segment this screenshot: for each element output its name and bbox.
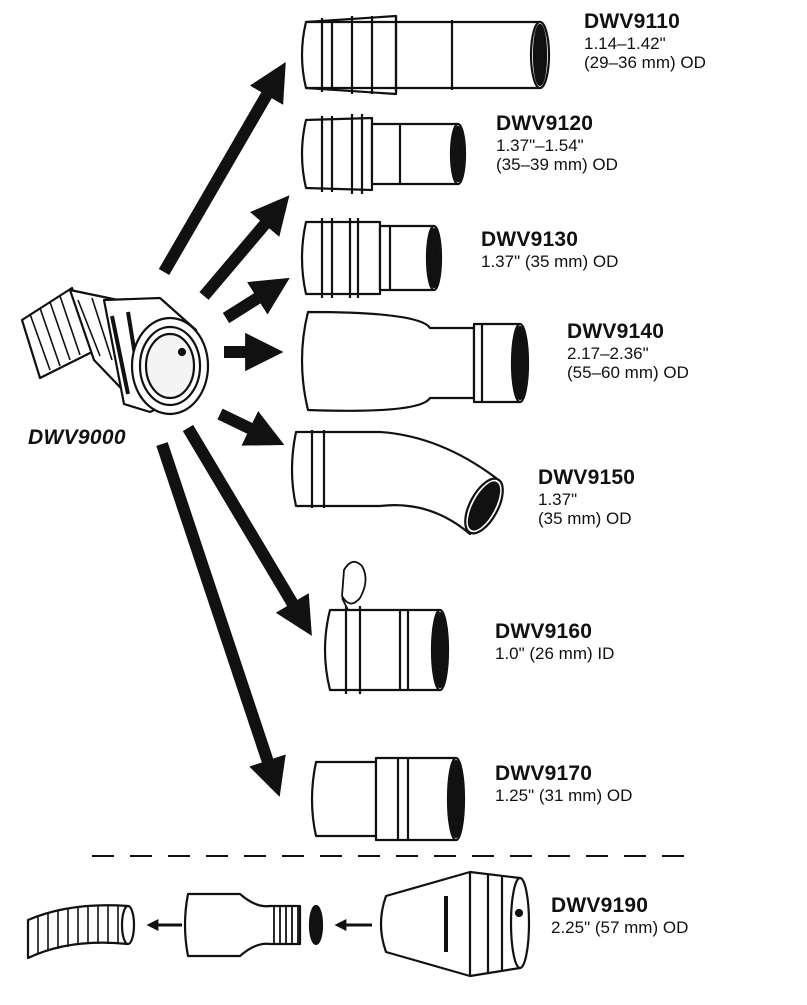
label-dwv9170: DWV9170 1.25" (31 mm) OD: [495, 762, 632, 805]
hose-connector-hub-drawing: [20, 286, 210, 416]
model-code: DWV9190: [551, 894, 649, 917]
arrows: [156, 62, 312, 797]
model-code: DWV9120: [496, 112, 594, 135]
model-code: DWV9110: [584, 10, 680, 33]
adapter-dwv9160-drawing: [323, 560, 450, 694]
hub-kit-drawing: [379, 870, 531, 978]
arrow-to-dwv9160: [182, 424, 312, 636]
spec-line: 2.17–2.36": [567, 343, 649, 363]
spec-line: 1.14–1.42": [584, 33, 666, 53]
adapter-dwv9130-drawing: [300, 218, 443, 298]
model-code: DWV9160: [495, 620, 593, 643]
arrow-to-dwv9150: [217, 408, 285, 446]
spec-line: 1.37" (35 mm) OD: [481, 251, 619, 271]
model-code: DWV9140: [567, 320, 665, 343]
reducer-drawing: [183, 892, 324, 958]
spec-line: (29–36 mm) OD: [584, 52, 706, 72]
spec-line: (55–60 mm) OD: [567, 362, 689, 382]
label-dwv9140: DWV9140 2.17–2.36" (55–60 mm) OD: [567, 320, 689, 382]
spec-line: 1.25" (31 mm) OD: [495, 785, 633, 805]
arrow-to-dwv9120: [199, 195, 290, 300]
adapter-dwv9150-drawing: [290, 430, 504, 536]
label-dwv9130: DWV9130 1.37" (35 mm) OD: [481, 228, 618, 271]
label-dwv9190: DWV9190 2.25" (57 mm) OD: [551, 894, 688, 937]
adapter-dwv9110-drawing: [300, 14, 551, 96]
hose-drawing: [26, 904, 136, 960]
model-code: DWV9130: [481, 228, 579, 251]
arrow-to-dwv9130: [222, 277, 290, 324]
hub-code-label: DWV9000: [28, 426, 126, 449]
spec-line: 1.37": [538, 489, 578, 509]
adapter-dwv9120-drawing: [300, 114, 467, 194]
model-code: DWV9150: [538, 466, 636, 489]
model-code: DWV9170: [495, 762, 593, 785]
spec-line: 1.0" (26 mm) ID: [495, 643, 615, 663]
arrow-to-dwv9170: [156, 442, 286, 797]
spec-line: 2.25" (57 mm) OD: [551, 917, 689, 937]
spec-line: (35–39 mm) OD: [496, 154, 618, 174]
label-dwv9120: DWV9120 1.37"–1.54" (35–39 mm) OD: [496, 112, 618, 174]
spec-line: 1.37"–1.54": [496, 135, 584, 155]
label-dwv9160: DWV9160 1.0" (26 mm) ID: [495, 620, 614, 663]
arrow-to-dwv9110: [158, 62, 286, 276]
adapter-dwv9140-drawing: [300, 310, 530, 412]
adapter-dwv9170-drawing: [310, 756, 466, 842]
spec-line: (35 mm) OD: [538, 508, 632, 528]
label-dwv9150: DWV9150 1.37" (35 mm) OD: [538, 466, 635, 528]
label-dwv9110: DWV9110 1.14–1.42" (29–36 mm) OD: [584, 10, 706, 72]
